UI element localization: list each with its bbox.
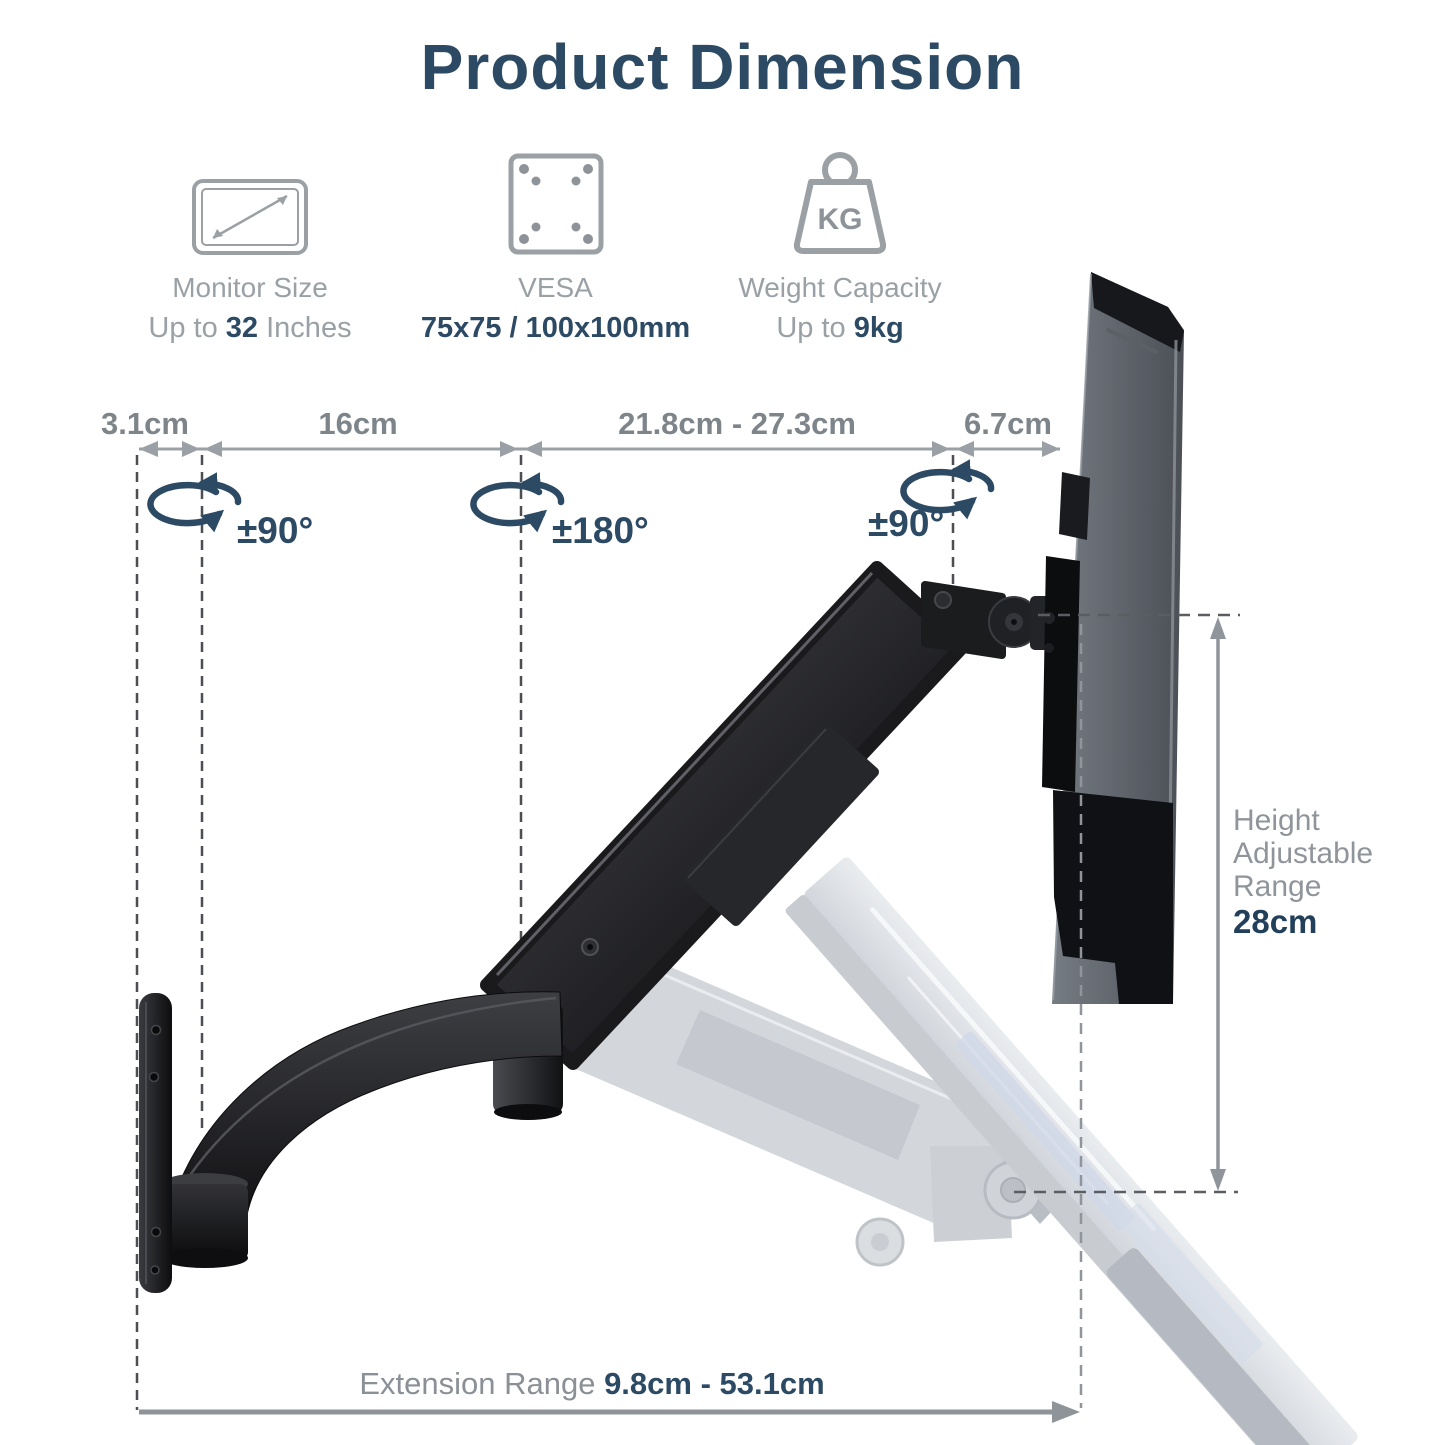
weight-value-strong: 9kg	[853, 312, 904, 344]
page-title: Product Dimension	[420, 31, 1025, 103]
extension-range-text: Extension Range	[359, 1366, 596, 1401]
extension-range-label: Extension Range 9.8cm - 53.1cm	[359, 1366, 824, 1402]
weight-capacity-label: Weight Capacity	[738, 272, 942, 303]
height-range-line2: Adjustable	[1233, 837, 1374, 870]
spec-vesa: VESA 75x75 / 100x100mm	[413, 148, 698, 345]
height-range-label: Height Adjustable Range 28cm	[1233, 804, 1373, 941]
extension-range-value: 9.8cm - 53.1cm	[604, 1366, 825, 1401]
rotation-label-base: ±90°	[237, 510, 314, 551]
monitor-size-value-strong: 32	[225, 312, 259, 344]
dimension-arrowheads	[139, 441, 1060, 457]
dim-label-16cm: 16cm	[318, 406, 398, 441]
reference-dashed-lines	[135, 455, 955, 1410]
vesa-bracket	[1042, 472, 1090, 792]
rotation-label-head: ±90°	[868, 503, 945, 544]
extension-range-arrow	[139, 1401, 1080, 1423]
dim-label-6-7cm: 6.7cm	[964, 406, 1052, 441]
vesa-label: VESA	[518, 272, 593, 303]
height-range-line1: Height	[1233, 804, 1320, 837]
spec-weight-capacity: KG Weight Capacity Up to 9kg	[700, 148, 980, 345]
lower-arm	[172, 991, 563, 1216]
weight-value-prefix: Up to	[776, 312, 846, 344]
dim-label-21-8-27-3cm: 21.8cm - 27.3cm	[618, 406, 856, 441]
rotation-label-elbow: ±180°	[552, 510, 649, 551]
wall-plate	[139, 993, 172, 1293]
height-range-value: 28cm	[1233, 903, 1318, 940]
monitor-size-value-suffix: Inches	[266, 312, 352, 344]
swivel-icon	[473, 484, 561, 523]
weight-capacity-icon: KG	[700, 148, 980, 256]
height-range-arrow	[1210, 617, 1226, 1191]
vesa-value: 75x75 / 100x100mm	[420, 312, 691, 344]
monitor-size-label: Monitor Size	[172, 272, 328, 303]
swivel-icon	[150, 484, 238, 523]
monitor-hinge	[921, 581, 1056, 659]
top-dimension-line	[139, 441, 1060, 457]
height-range-line3: Range	[1233, 870, 1322, 903]
height-guide-dashes	[1014, 613, 1240, 1408]
monitor-size-icon	[125, 148, 375, 256]
vesa-icon	[413, 148, 698, 256]
wall-plate-screw-holes	[148, 1024, 162, 1275]
monitor-size-value: Up to 32 Inches	[125, 312, 375, 345]
wall-mount-collar	[162, 1173, 248, 1268]
dim-label-3-1cm: 3.1cm	[101, 406, 189, 441]
monitor-side-view	[1042, 272, 1184, 1004]
monitor-bottom-section	[1053, 790, 1173, 1004]
weight-capacity-value: Up to 9kg	[700, 312, 980, 345]
spec-monitor-size: Monitor Size Up to 32 Inches	[125, 148, 375, 345]
monitor-size-value-prefix: Up to	[148, 312, 218, 344]
weight-icon-kg-text: KG	[818, 203, 863, 236]
